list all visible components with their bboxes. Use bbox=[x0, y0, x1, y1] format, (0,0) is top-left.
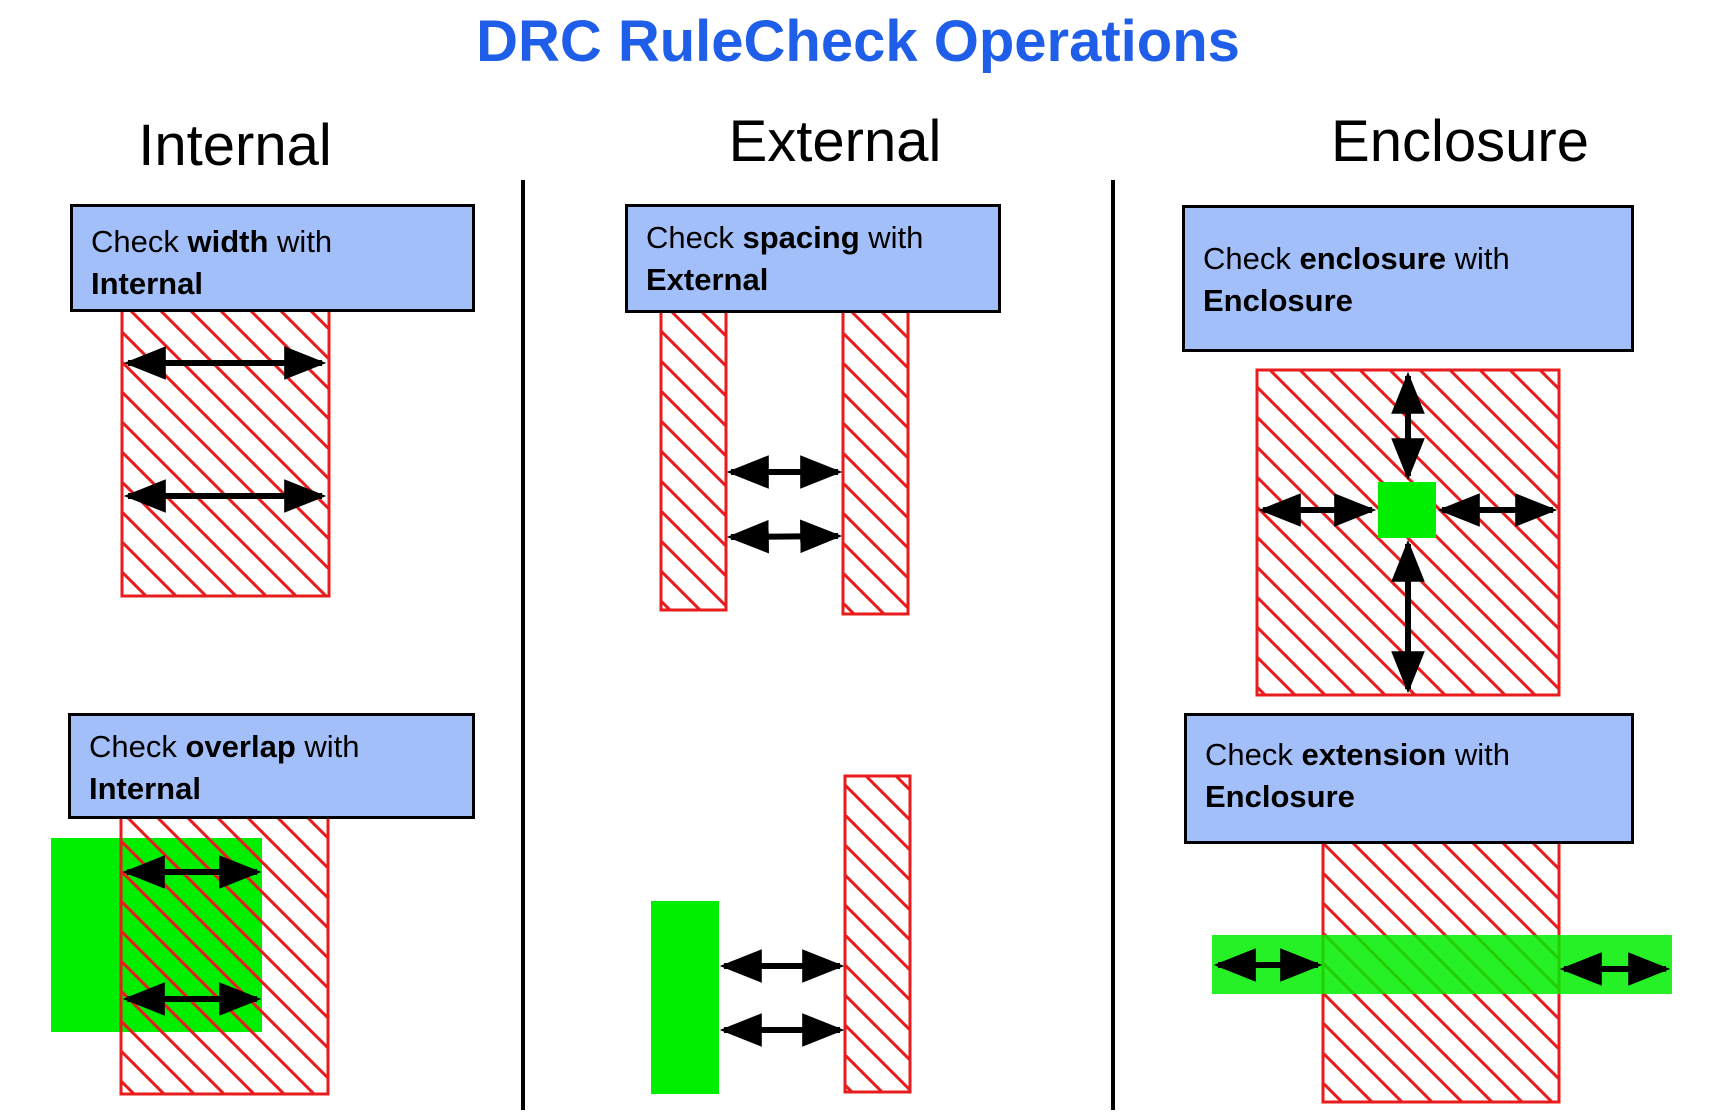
page-title: DRC RuleCheck Operations bbox=[476, 9, 1240, 74]
panel-with-word: with bbox=[1454, 737, 1510, 772]
panel-check-word: Check bbox=[1203, 241, 1291, 276]
panel-with-word: with bbox=[304, 729, 360, 764]
panel-check-word: Check bbox=[646, 220, 734, 255]
panel-operation: External bbox=[646, 261, 769, 297]
panel-with-word: with bbox=[868, 220, 924, 255]
column-divider-left bbox=[521, 180, 525, 1110]
panel-operation: Enclosure bbox=[1205, 778, 1355, 814]
panel-operation: Internal bbox=[89, 770, 201, 806]
panel-keyword: overlap bbox=[185, 729, 296, 764]
panel-operation: Enclosure bbox=[1203, 282, 1353, 318]
panel-operation: Internal bbox=[91, 265, 203, 301]
panel-check-enclosure: Check enclosure with Enclosure bbox=[1182, 205, 1634, 352]
panel-check-width: Check width with Internal bbox=[70, 204, 475, 312]
panel-with-word: with bbox=[1454, 241, 1510, 276]
external-green-shape bbox=[651, 901, 719, 1094]
column-heading-internal: Internal bbox=[138, 113, 332, 178]
overlap-hatched-shape bbox=[119, 810, 330, 1096]
spacing-hatched-right bbox=[841, 304, 910, 616]
enclosure-green-shape bbox=[1378, 482, 1436, 538]
panel-keyword: spacing bbox=[742, 220, 860, 255]
column-divider-right bbox=[1111, 180, 1115, 1110]
spacing-hatched-left bbox=[659, 304, 728, 612]
width-hatched-shape bbox=[120, 307, 331, 598]
panel-check-word: Check bbox=[89, 729, 177, 764]
panel-with-word: with bbox=[277, 224, 333, 259]
column-heading-enclosure: Enclosure bbox=[1331, 109, 1589, 174]
external-hatched-shape bbox=[843, 774, 912, 1094]
panel-check-spacing: Check spacing with External bbox=[625, 204, 1001, 313]
panel-keyword: enclosure bbox=[1299, 241, 1446, 276]
panel-check-word: Check bbox=[1205, 737, 1293, 772]
panel-keyword: extension bbox=[1301, 737, 1447, 772]
panel-check-word: Check bbox=[91, 224, 179, 259]
column-heading-external: External bbox=[728, 109, 942, 174]
panel-check-overlap: Check overlap with Internal bbox=[68, 713, 475, 819]
spacing-arrow-bottom bbox=[726, 519, 843, 554]
panel-keyword: width bbox=[187, 224, 269, 259]
panel-check-extension: Check extension with Enclosure bbox=[1184, 713, 1634, 844]
